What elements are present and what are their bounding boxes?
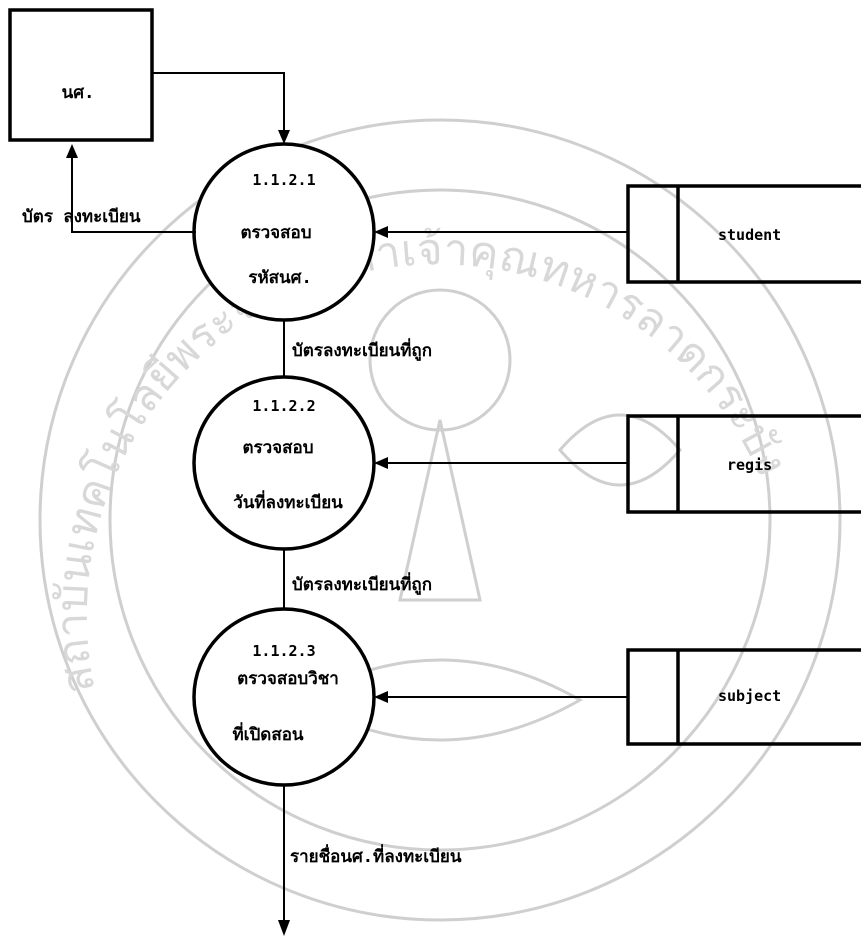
flow-student-to-process-1 <box>374 226 628 238</box>
process-1-1-2-1: 1.1.2.1 ตรวจสอบ รหัสนศ. <box>192 142 376 322</box>
process-label-line2: รหัสนศ. <box>248 268 311 288</box>
process-label-line1: ตรวจสอบวิชา <box>237 669 339 689</box>
data-store-label: subject <box>718 687 781 705</box>
process-1-1-2-2: 1.1.2.2 ตรวจสอบ วันที่ลงทะเบียน <box>192 375 376 551</box>
process-label-line2: วันที่ลงทะเบียน <box>233 490 343 513</box>
process-1-1-2-3: 1.1.2.3 ตรวจสอบวิชา ที่เปิดสอน <box>192 607 376 787</box>
process-label-line1: ตรวจสอบ <box>240 223 311 243</box>
flow-process-2-to-process-3: บัตรลงทะเบียนที่ถูก <box>283 549 432 609</box>
flow-subject-to-process-3 <box>374 691 628 703</box>
data-store-subject: subject <box>626 648 861 746</box>
data-store-label: regis <box>727 456 772 474</box>
process-label-line2: ที่เปิดสอน <box>232 722 303 745</box>
flow-label-output: รายชื่อนศ.ที่ลงทะเบียน <box>290 844 462 867</box>
process-id: 1.1.2.2 <box>252 397 315 415</box>
flow-process-3-output: รายชื่อนศ.ที่ลงทะเบียน <box>278 785 462 936</box>
data-store-student: student <box>626 184 861 284</box>
flow-process-1-to-process-2: บัตรลงทะเบียนที่ถูก <box>283 320 432 377</box>
flow-label-card-reject: บัตร ลงทะเบียน <box>22 206 141 227</box>
process-label-line1: ตรวจสอบ <box>242 438 313 458</box>
external-entity-label: นศ. <box>62 83 95 103</box>
process-id: 1.1.2.3 <box>252 642 315 660</box>
external-entity-student: นศ. <box>8 8 154 142</box>
flow-label-card-ok-2: บัตรลงทะเบียนที่ถูก <box>292 572 432 596</box>
process-id: 1.1.2.1 <box>252 171 315 189</box>
flow-label-card-ok-1: บัตรลงทะเบียนที่ถูก <box>292 338 432 362</box>
data-store-label: student <box>718 226 781 244</box>
flow-regis-to-process-2 <box>374 457 628 469</box>
watermark-text: สถาบันเทคโนโลยีพระจอมเกล้าเจ้าคุณทหารลาด… <box>47 224 797 697</box>
flow-entity-to-process-1 <box>152 72 290 144</box>
flow-process-1-to-entity: บัตร ลงทะเบียน <box>22 144 196 233</box>
